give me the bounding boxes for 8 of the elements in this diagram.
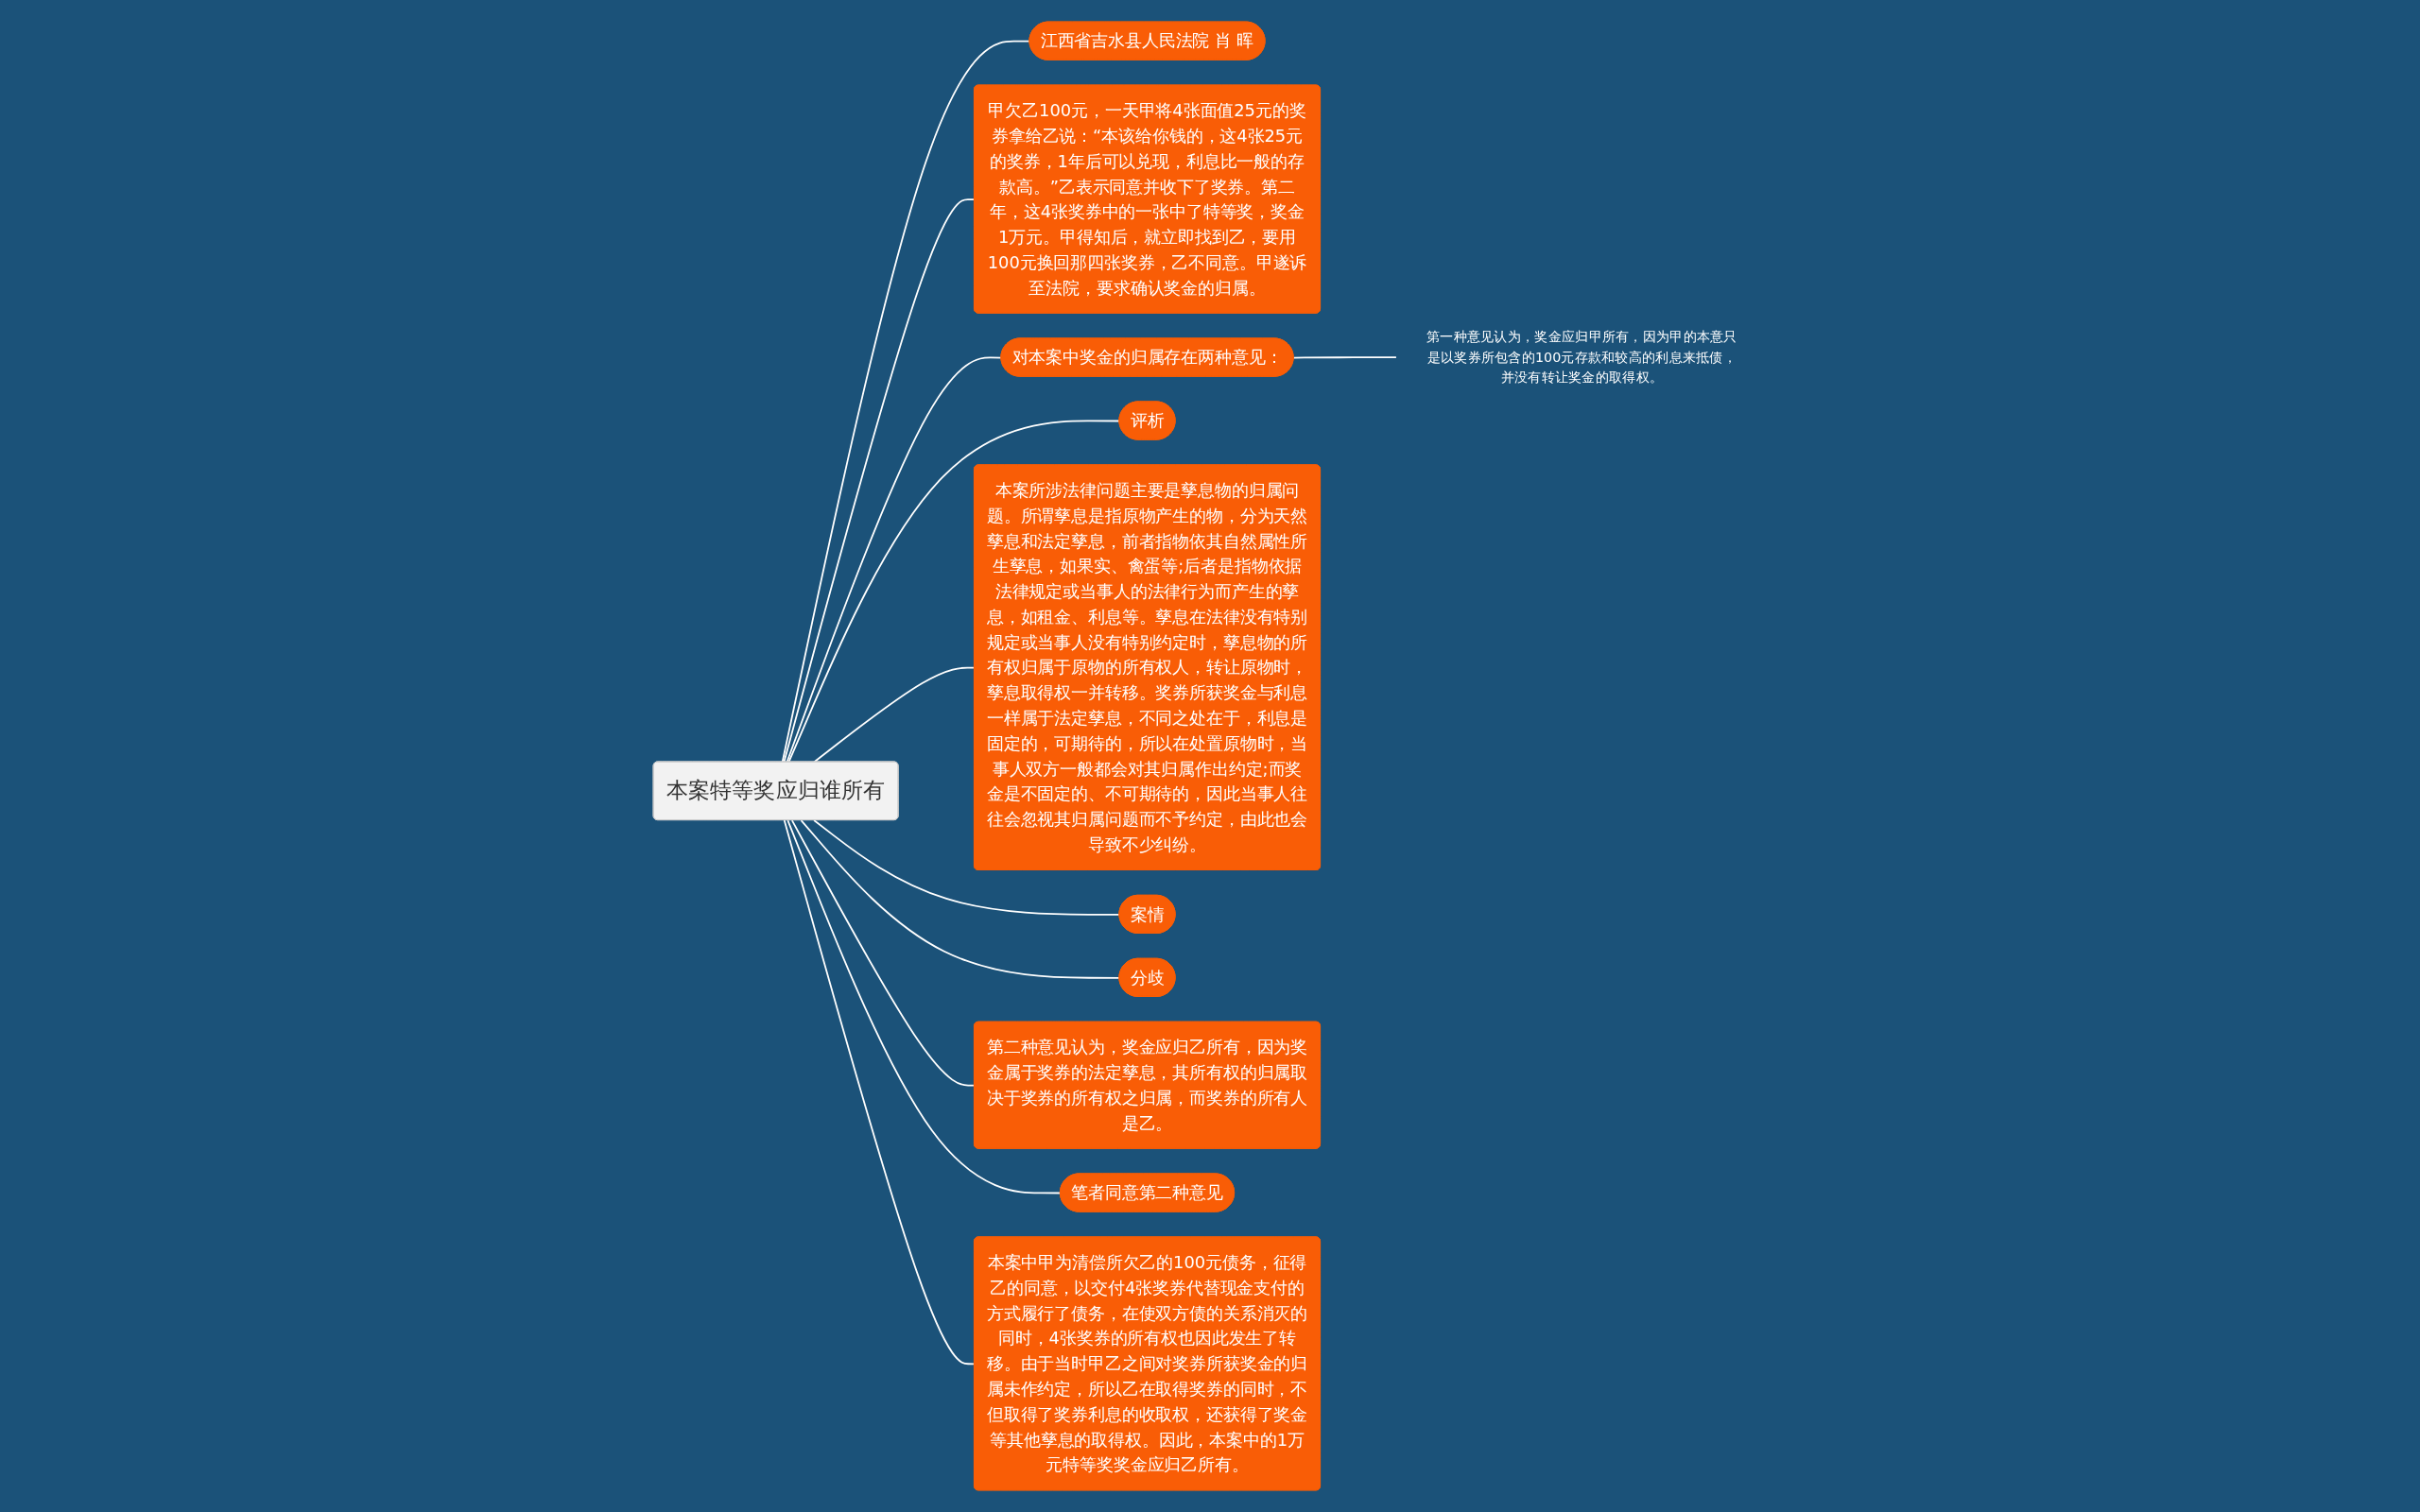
connector bbox=[786, 356, 1002, 764]
connector bbox=[800, 819, 1120, 979]
connector bbox=[1292, 356, 1397, 359]
node-text: 第一种意见认为，奖金应归甲所有，因为甲的本意只是以奖券所包含的100元存款和较高的利息来抵债，并没有转让奖金的取得权。 bbox=[1426, 328, 1737, 386]
connector bbox=[812, 819, 1120, 916]
connector bbox=[781, 40, 1030, 764]
connector bbox=[786, 819, 1062, 1194]
connector bbox=[787, 420, 1120, 764]
